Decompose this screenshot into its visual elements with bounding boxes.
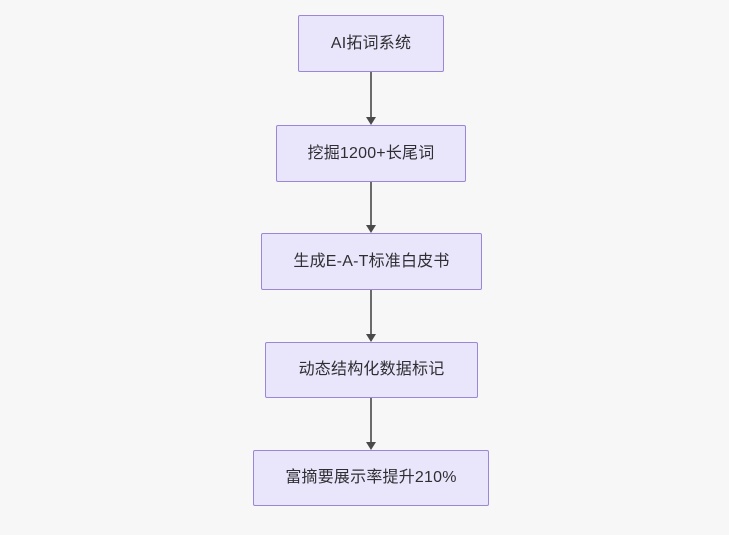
flow-node-longtail-keywords[interactable]: 挖掘1200+长尾词 bbox=[276, 125, 466, 182]
edge-line bbox=[370, 182, 372, 226]
arrowhead-icon bbox=[366, 225, 376, 233]
edge-line bbox=[370, 290, 372, 335]
arrowhead-icon bbox=[366, 442, 376, 450]
flow-node-structured-data-markup[interactable]: 动态结构化数据标记 bbox=[265, 342, 478, 398]
flow-node-rich-snippet-uplift[interactable]: 富摘要展示率提升210% bbox=[253, 450, 489, 506]
edge-line bbox=[370, 72, 372, 118]
flow-node-eat-whitepaper[interactable]: 生成E-A-T标准白皮书 bbox=[261, 233, 482, 290]
flow-node-ai-keyword-system[interactable]: AI拓词系统 bbox=[298, 15, 444, 72]
edge-line bbox=[370, 398, 372, 443]
arrowhead-icon bbox=[366, 334, 376, 342]
arrowhead-icon bbox=[366, 117, 376, 125]
